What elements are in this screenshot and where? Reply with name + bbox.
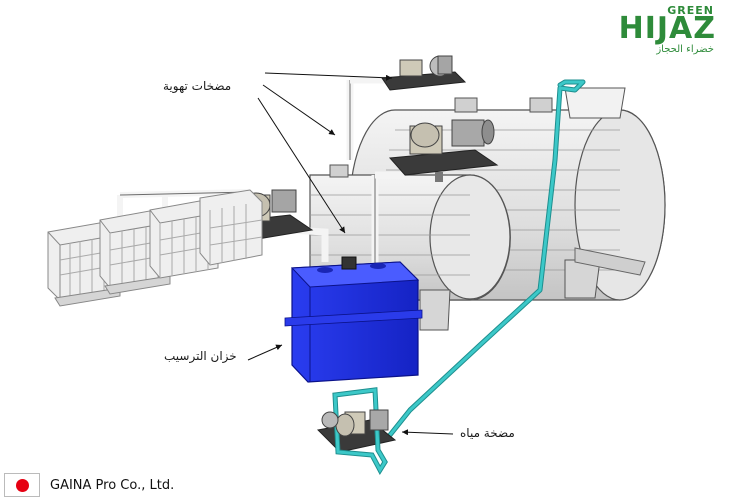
japan-flag-icon	[4, 473, 40, 497]
blower-top	[381, 55, 467, 91]
arrow-to-lower-pipe	[257, 97, 346, 234]
arrow-to-settling-tank	[247, 344, 283, 361]
logo-top-word: GREEN	[667, 4, 714, 17]
company-name: GAINA Pro Co., Ltd.	[50, 477, 175, 493]
water-pump	[316, 387, 397, 475]
logo-arabic-text: خضراء الحجاز	[656, 44, 714, 55]
arrow-to-water-pump	[401, 429, 454, 436]
blower-middle	[388, 119, 499, 182]
label-settling-tank: خزان الترسيب	[164, 349, 237, 363]
settling-tank	[284, 256, 423, 383]
label-water-pump: مضخة مياه	[460, 426, 515, 440]
water-pipe	[387, 79, 586, 438]
arrow-to-air-pipe	[262, 84, 336, 136]
callout-arrows	[247, 72, 454, 436]
flag-red-disc	[16, 479, 29, 492]
arrow-to-top-blower	[264, 72, 393, 81]
label-aeration-blowers: مضخات تهوية	[163, 79, 232, 93]
logo-main-word: HIJAZ	[618, 11, 716, 46]
green-hijaz-logo: GREEN HIJAZ خضراء الحجاز	[585, 4, 720, 56]
ibc-cage-4	[199, 189, 263, 266]
footer: GAINA Pro Co., Ltd.	[4, 472, 174, 498]
ibc-cages	[47, 189, 263, 307]
